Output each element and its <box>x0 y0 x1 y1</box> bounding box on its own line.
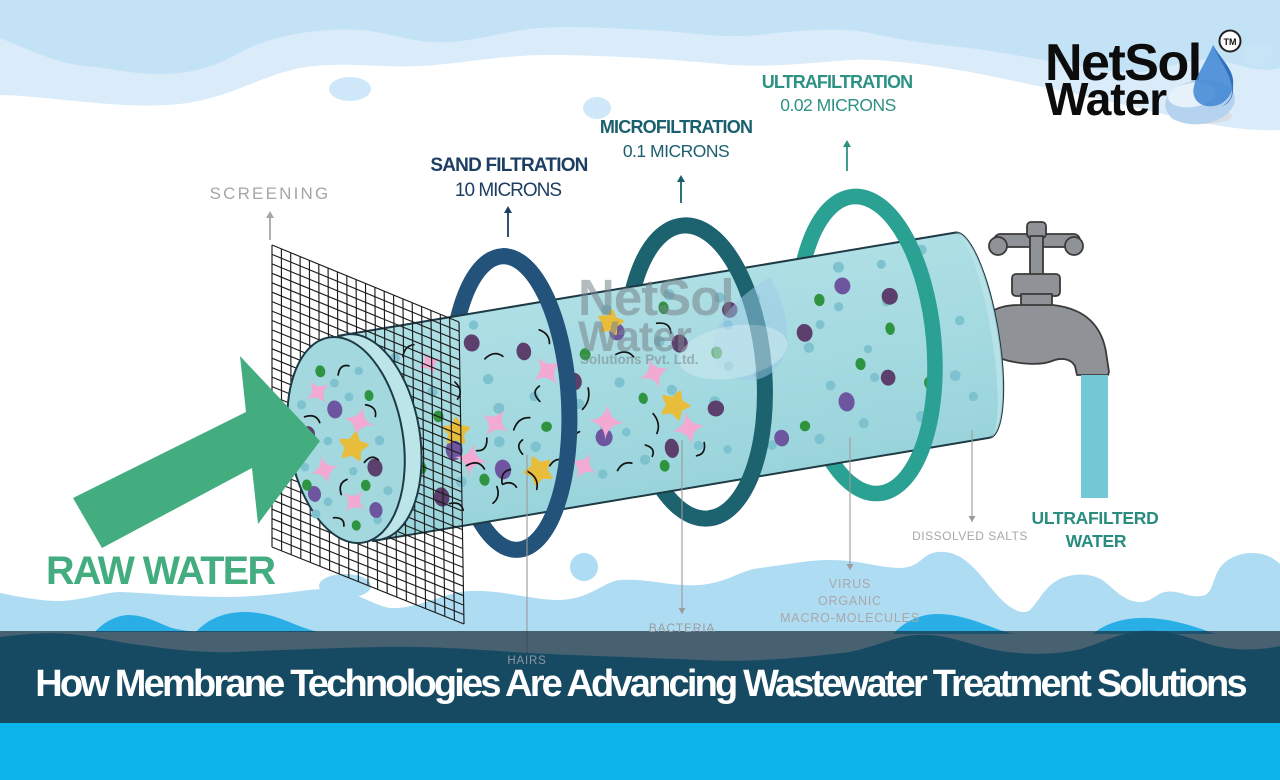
svg-text:BACTERIA: BACTERIA <box>649 621 715 635</box>
svg-text:VIRUS: VIRUS <box>829 577 871 591</box>
svg-text:ULTRAFILTERD: ULTRAFILTERD <box>1032 508 1159 528</box>
svg-text:10 MICRONS: 10 MICRONS <box>455 180 561 201</box>
svg-text:MICROFILTRATION: MICROFILTRATION <box>600 117 752 137</box>
svg-text:HAIRS: HAIRS <box>507 655 546 667</box>
svg-text:0.02 MICRONS: 0.02 MICRONS <box>780 95 896 115</box>
svg-text:MACRO-MOLECULES: MACRO-MOLECULES <box>780 611 920 625</box>
svg-text:WATER: WATER <box>1066 531 1127 551</box>
svg-text:RAW WATER: RAW WATER <box>46 549 275 593</box>
svg-text:ULTRAFILTRATION: ULTRAFILTRATION <box>762 72 912 92</box>
svg-text:NetSol: NetSol <box>578 269 734 326</box>
svg-text:SAND FILTRATION: SAND FILTRATION <box>430 155 587 176</box>
svg-text:TM: TM <box>1224 37 1237 47</box>
svg-text:SCREENING: SCREENING <box>210 184 331 203</box>
svg-text:How Membrane Technologies Are: How Membrane Technologies Are Advancing … <box>35 663 1246 705</box>
svg-text:Solutions Pvt. Ltd.: Solutions Pvt. Ltd. <box>580 352 699 367</box>
svg-text:DISSOLVED SALTS: DISSOLVED SALTS <box>912 529 1028 543</box>
svg-text:Water: Water <box>1045 73 1167 125</box>
svg-text:NetSol: NetSol <box>1045 34 1201 92</box>
svg-text:ORGANIC: ORGANIC <box>818 594 882 608</box>
svg-text:0.1 MICRONS: 0.1 MICRONS <box>623 141 729 161</box>
svg-text:Water: Water <box>578 313 692 361</box>
